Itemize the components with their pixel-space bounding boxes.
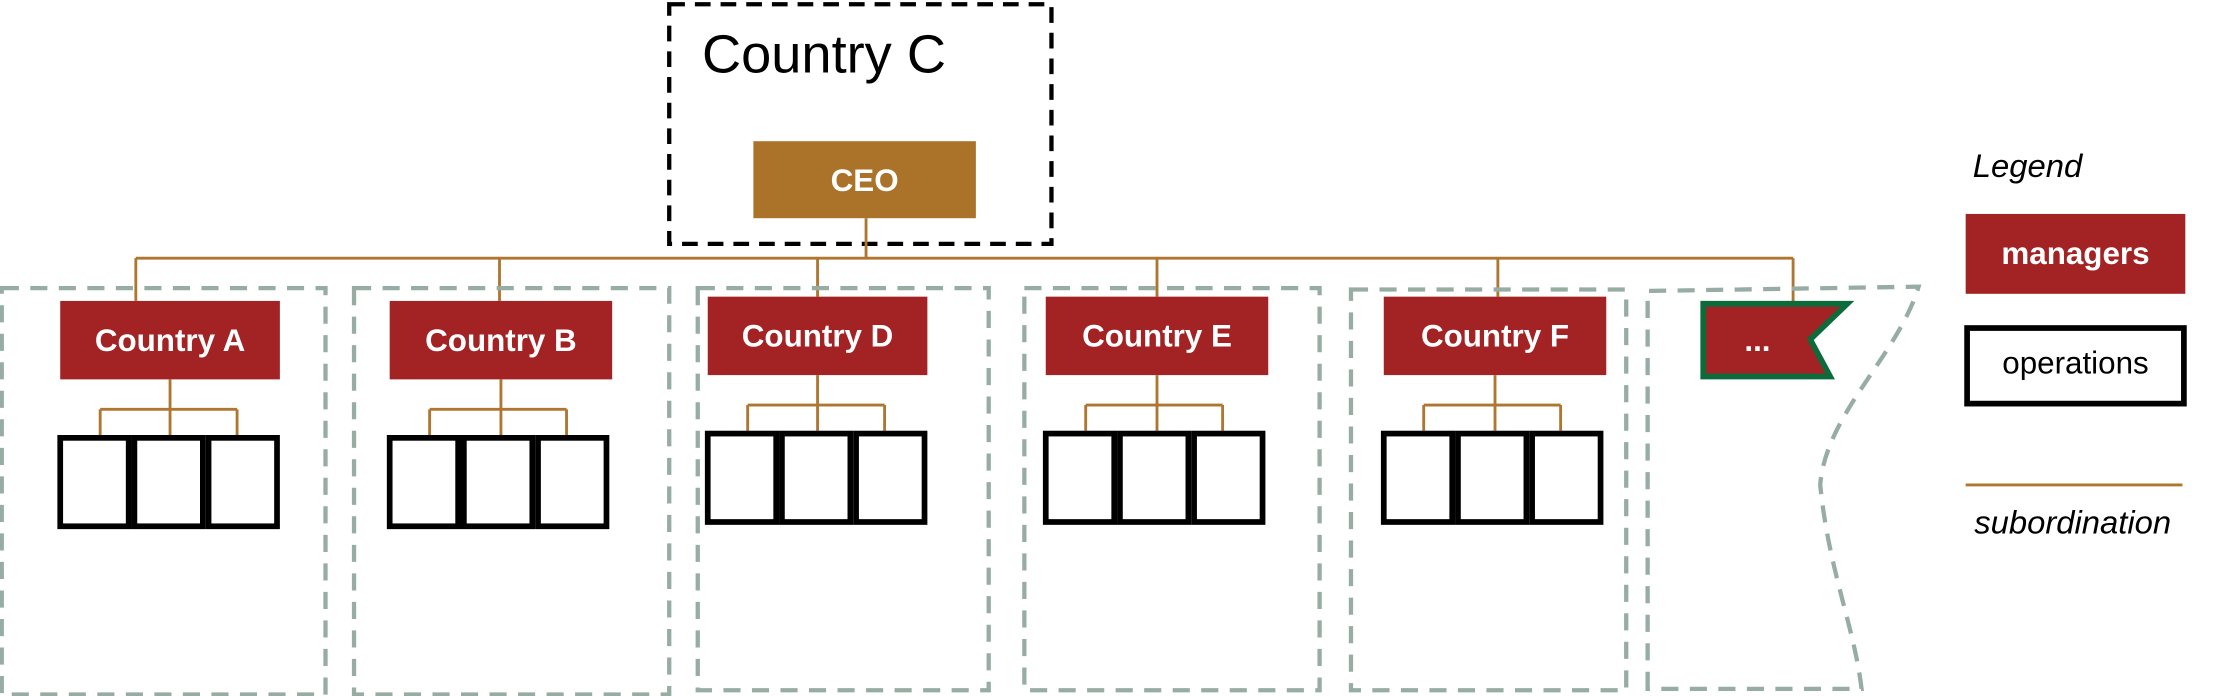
legend-subordination-label: subordination (1974, 503, 2171, 540)
unit-country-e: Country E (1042, 296, 1269, 525)
manager-label: Country A (95, 323, 245, 358)
operation-box (853, 430, 928, 525)
ceo-links (134, 218, 1795, 303)
group-country-e (1022, 285, 1322, 693)
operation-box (1191, 430, 1266, 525)
more-label: ... (1744, 323, 1770, 358)
unit-country-f: Country F (1380, 296, 1607, 525)
operation-box (461, 435, 536, 530)
legend-operations-swatch (1964, 325, 2187, 407)
ceo-box (753, 141, 976, 219)
more-countries-flag: ... (1700, 300, 1855, 380)
legend-title: Legend (1973, 147, 2084, 184)
manager-box (1045, 296, 1269, 376)
unit-country-b: Country B (386, 300, 613, 530)
legend-managers-swatch (1965, 213, 2186, 294)
operation-box (131, 435, 206, 530)
group-country-d (695, 285, 991, 693)
legend-operations-label: operations (2002, 346, 2148, 381)
manager-label: Country E (1082, 319, 1232, 354)
legend-managers-label: managers (2001, 236, 2149, 271)
manager-label: Country F (1421, 319, 1569, 354)
ops-links (428, 379, 568, 435)
operation-box (57, 435, 132, 530)
manager-box (389, 300, 613, 380)
operation-box (535, 435, 610, 530)
unit-country-d: Country D (704, 296, 928, 525)
group-country-a (0, 285, 328, 696)
unit-country-a: Country A (57, 300, 280, 530)
group-more (1645, 284, 1922, 692)
operation-box (779, 430, 854, 525)
group-country-f (1348, 287, 1629, 693)
hq-title: Country C (702, 25, 946, 85)
operation-box (386, 435, 462, 530)
ops-links (98, 379, 239, 435)
ops-links (1084, 375, 1225, 431)
operation-box (1117, 430, 1192, 525)
manager-label: Country D (742, 319, 894, 354)
manager-box (707, 296, 928, 376)
operation-box (704, 430, 780, 525)
legend: Legend managers operations subordination (1964, 147, 2187, 540)
ops-links (1422, 375, 1563, 431)
hq-border (667, 2, 1054, 247)
operation-box (205, 435, 280, 530)
manager-box (1383, 296, 1607, 376)
ops-links (746, 375, 887, 431)
manager-label: Country B (425, 323, 577, 358)
operation-box (1380, 430, 1456, 525)
operation-box (1529, 430, 1604, 525)
operation-box (1455, 430, 1530, 525)
hq-country-c: Country C CEO (667, 2, 1054, 247)
operation-box (1042, 430, 1118, 525)
ceo-label: CEO (831, 163, 899, 198)
manager-box (60, 300, 280, 380)
group-country-b (351, 285, 672, 696)
